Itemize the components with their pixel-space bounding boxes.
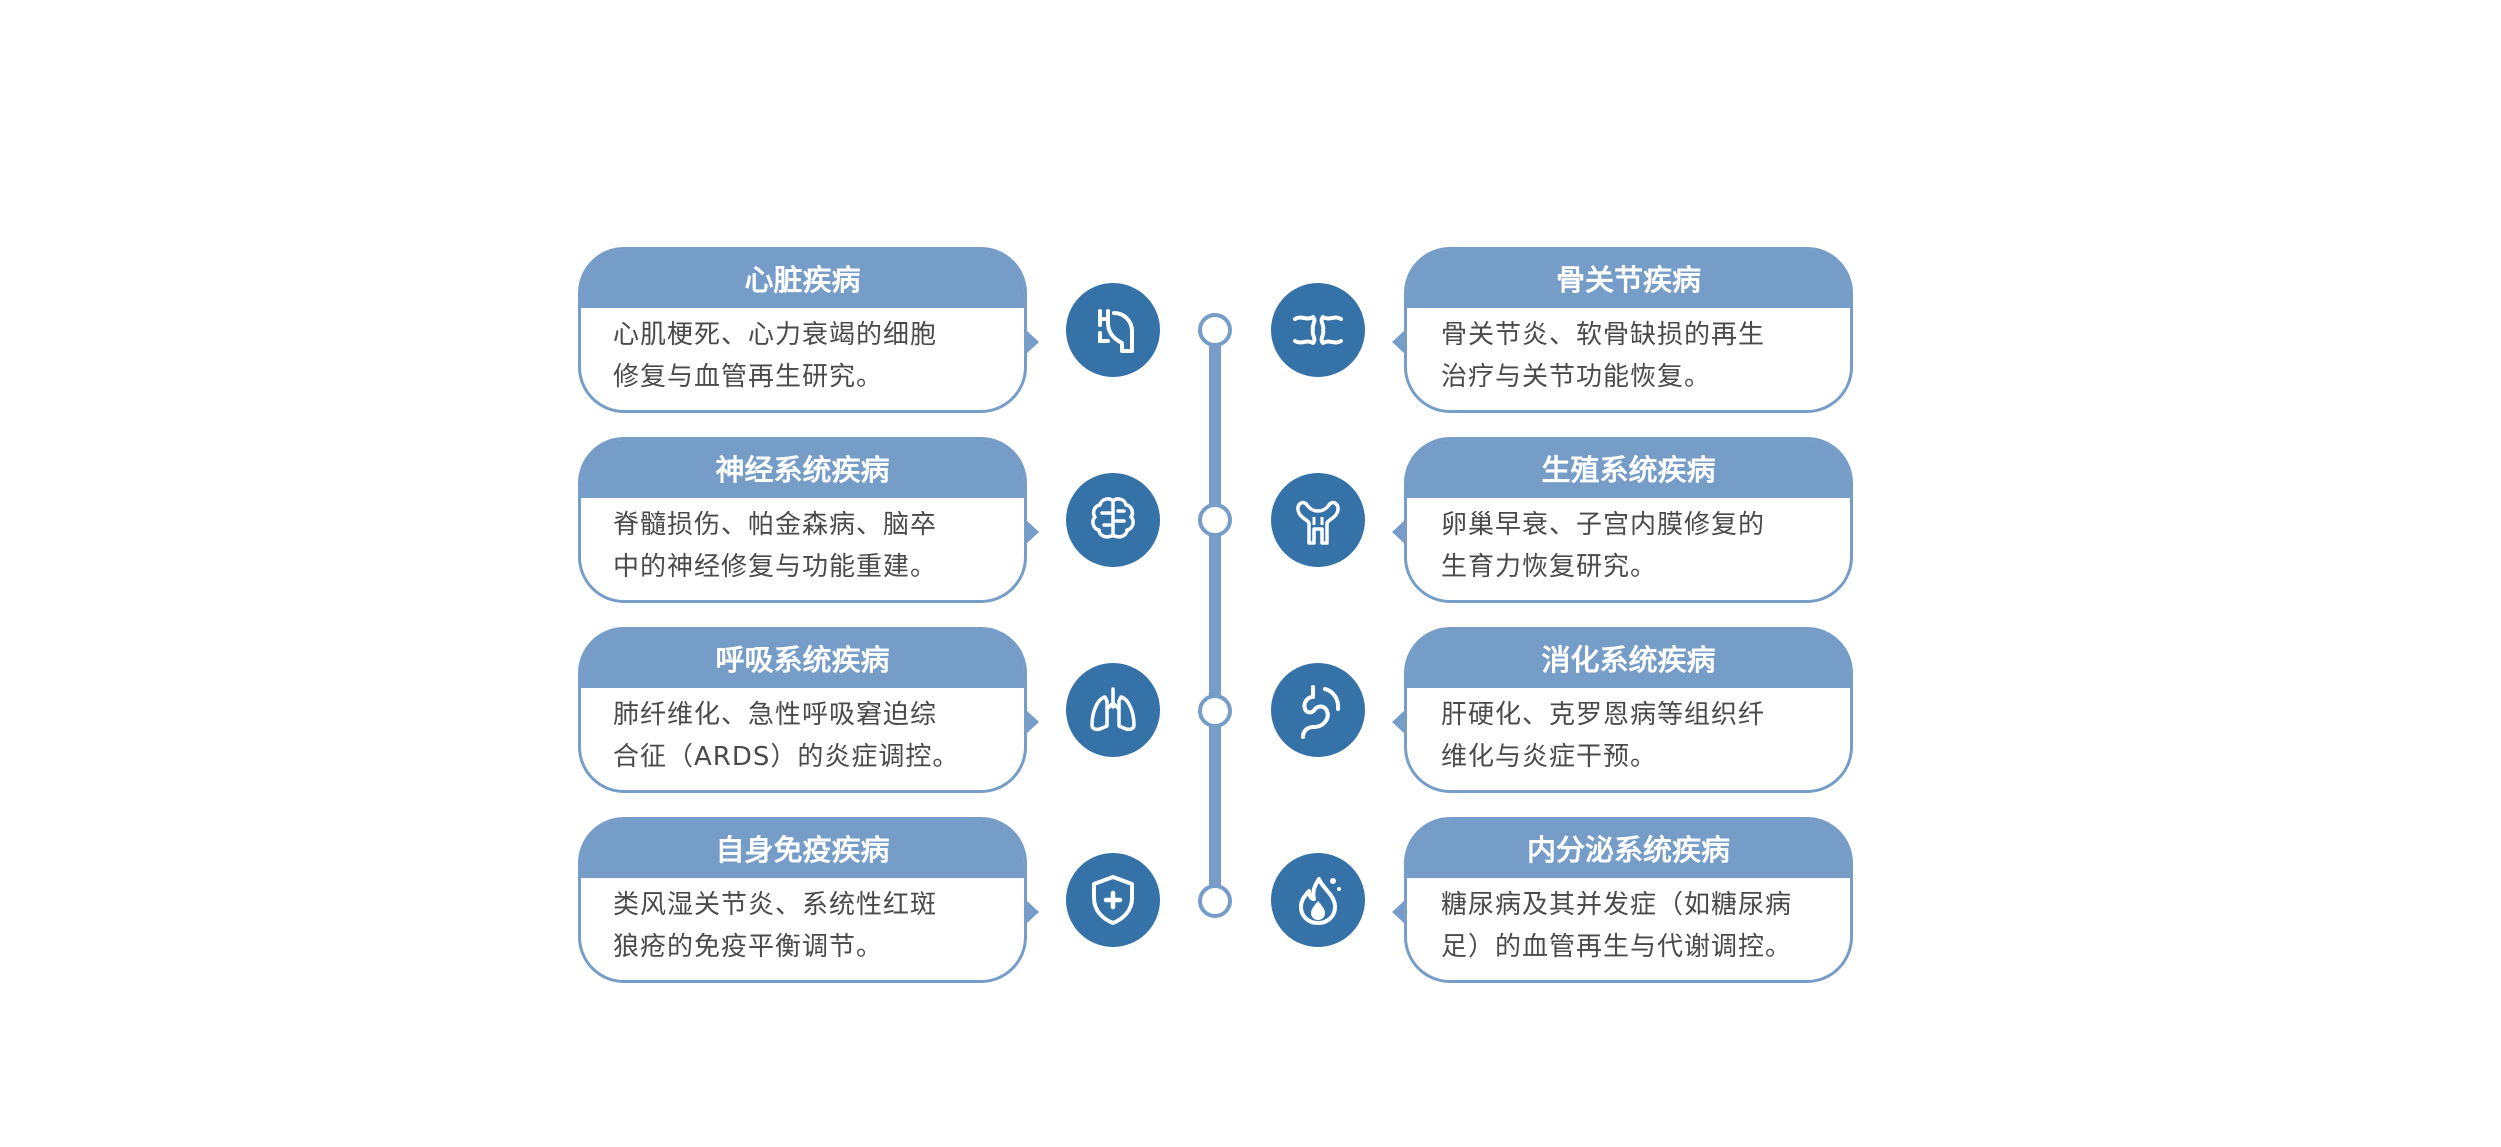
lungs-icon	[1066, 663, 1160, 757]
description-line: 足）的血管再生与代谢调控。	[1441, 932, 1793, 962]
card-title: 心脏疾病	[581, 250, 1024, 308]
timeline-node	[1198, 694, 1232, 728]
description-line: 维化与炎症干预。	[1441, 742, 1658, 772]
card-description: 类风湿关节炎、系统性红斑狼疮的免疫平衡调节。	[581, 878, 1024, 968]
card-title: 内分泌系统疾病	[1407, 820, 1850, 878]
pointer	[1026, 900, 1039, 924]
card-description: 骨关节炎、软骨缺损的再生治疗与关节功能恢复。	[1407, 308, 1850, 398]
description-line: 肝硬化、克罗恩病等组织纤	[1441, 700, 1766, 730]
card-description: 肺纤维化、急性呼吸窘迫综合征（ARDS）的炎症调控。	[581, 688, 1024, 778]
left-card-3: 呼吸系统疾病肺纤维化、急性呼吸窘迫综合征（ARDS）的炎症调控。	[578, 627, 1039, 793]
right-card-4: 内分泌系统疾病糖尿病及其并发症（如糖尿病足）的血管再生与代谢调控。	[1392, 817, 1853, 983]
pointer	[1392, 520, 1405, 544]
left-card-4: 自身免疫疾病类风湿关节炎、系统性红斑狼疮的免疫平衡调节。	[578, 817, 1039, 983]
pointer	[1392, 330, 1405, 354]
uterus-icon	[1271, 473, 1365, 567]
card-description: 糖尿病及其并发症（如糖尿病足）的血管再生与代谢调控。	[1407, 878, 1850, 968]
pointer	[1026, 330, 1039, 354]
card-title: 神经系统疾病	[581, 440, 1024, 498]
description-line: 卵巢早衰、子宫内膜修复的	[1441, 510, 1766, 540]
description-line: 类风湿关节炎、系统性红斑	[613, 890, 938, 920]
stomach-icon	[1271, 663, 1365, 757]
right-card-1: 骨关节疾病骨关节炎、软骨缺损的再生治疗与关节功能恢复。	[1392, 247, 1853, 413]
description-line: 糖尿病及其并发症（如糖尿病	[1441, 890, 1793, 920]
joint-icon	[1271, 283, 1365, 377]
left-card-1: 心脏疾病心肌梗死、心力衰竭的细胞修复与血管再生研究。	[578, 247, 1039, 413]
description-line: 脊髓损伤、帕金森病、脑卒	[613, 510, 938, 540]
description-line: 骨关节炎、软骨缺损的再生	[1441, 320, 1766, 350]
brain-icon	[1066, 473, 1160, 567]
description-line: 修复与血管再生研究。	[613, 362, 884, 392]
timeline-node	[1198, 313, 1232, 347]
description-line: 合征（ARDS）的炎症调控。	[613, 742, 960, 772]
pointer	[1392, 710, 1405, 734]
card-description: 卵巢早衰、子宫内膜修复的生育力恢复研究。	[1407, 498, 1850, 588]
card-description: 心肌梗死、心力衰竭的细胞修复与血管再生研究。	[581, 308, 1024, 398]
shield-icon	[1066, 853, 1160, 947]
right-card-3: 消化系统疾病肝硬化、克罗恩病等组织纤维化与炎症干预。	[1392, 627, 1853, 793]
pointer	[1026, 710, 1039, 734]
card-title: 消化系统疾病	[1407, 630, 1850, 688]
card-title: 骨关节疾病	[1407, 250, 1850, 308]
description-line: 狼疮的免疫平衡调节。	[613, 932, 884, 962]
description-line: 生育力恢复研究。	[1441, 552, 1658, 582]
description-line: 中的神经修复与功能重建。	[613, 552, 938, 582]
left-card-2: 神经系统疾病脊髓损伤、帕金森病、脑卒中的神经修复与功能重建。	[578, 437, 1039, 603]
card-description: 脊髓损伤、帕金森病、脑卒中的神经修复与功能重建。	[581, 498, 1024, 588]
description-line: 心肌梗死、心力衰竭的细胞	[613, 320, 938, 350]
flame-drop-icon	[1271, 853, 1365, 947]
description-line: 治疗与关节功能恢复。	[1441, 362, 1712, 392]
timeline-node	[1198, 503, 1232, 537]
timeline-line	[1209, 330, 1221, 901]
card-title: 生殖系统疾病	[1407, 440, 1850, 498]
card-title: 自身免疫疾病	[581, 820, 1024, 878]
pointer	[1026, 520, 1039, 544]
pointer	[1392, 900, 1405, 924]
description-line: 肺纤维化、急性呼吸窘迫综	[613, 700, 938, 730]
right-card-2: 生殖系统疾病卵巢早衰、子宫内膜修复的生育力恢复研究。	[1392, 437, 1853, 603]
card-description: 肝硬化、克罗恩病等组织纤维化与炎症干预。	[1407, 688, 1850, 778]
card-title: 呼吸系统疾病	[581, 630, 1024, 688]
heart-icon	[1066, 283, 1160, 377]
timeline-node	[1198, 884, 1232, 918]
